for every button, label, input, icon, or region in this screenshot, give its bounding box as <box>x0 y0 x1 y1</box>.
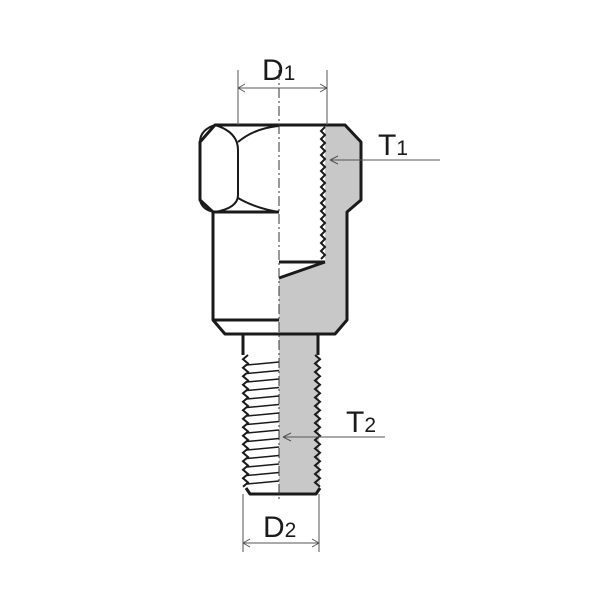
bore-cone <box>278 260 326 280</box>
thread-crest-line <box>246 420 280 426</box>
t2-label: T2 <box>346 406 376 439</box>
thread-end <box>244 487 322 496</box>
d2-label: D2 <box>263 511 296 544</box>
thread-crest-line <box>246 395 280 400</box>
t1-leader <box>329 155 440 165</box>
thread-crest-line <box>246 463 280 468</box>
d1-label: D1 <box>262 54 295 87</box>
thread-crest-line <box>246 429 280 434</box>
thread-crest-line <box>246 471 280 477</box>
d2-arrow <box>242 538 320 548</box>
thread-crest-line <box>246 386 280 392</box>
hex-corner-arcs <box>199 124 216 213</box>
thread-crest-line <box>246 446 280 451</box>
thread-crest-line <box>246 378 280 383</box>
external-thread-right <box>313 354 322 488</box>
external-thread-left <box>241 354 250 488</box>
thread-crest-line <box>246 361 280 366</box>
thread-crest-line <box>246 412 280 417</box>
thread-crest-line <box>246 480 280 485</box>
section-fill <box>279 125 361 494</box>
thread-crest-line <box>246 454 280 460</box>
internal-thread-t1 <box>319 126 327 260</box>
t2-leader <box>282 432 385 442</box>
neck-outline <box>241 334 320 355</box>
thread-crest-line <box>246 403 280 409</box>
thread-crest-line <box>246 369 280 375</box>
thread-crest-line <box>246 437 280 443</box>
t1-label: T1 <box>378 129 408 162</box>
external-thread-lines <box>246 361 280 485</box>
hex-flat-curves <box>214 124 280 213</box>
d1-arrow <box>237 83 328 93</box>
